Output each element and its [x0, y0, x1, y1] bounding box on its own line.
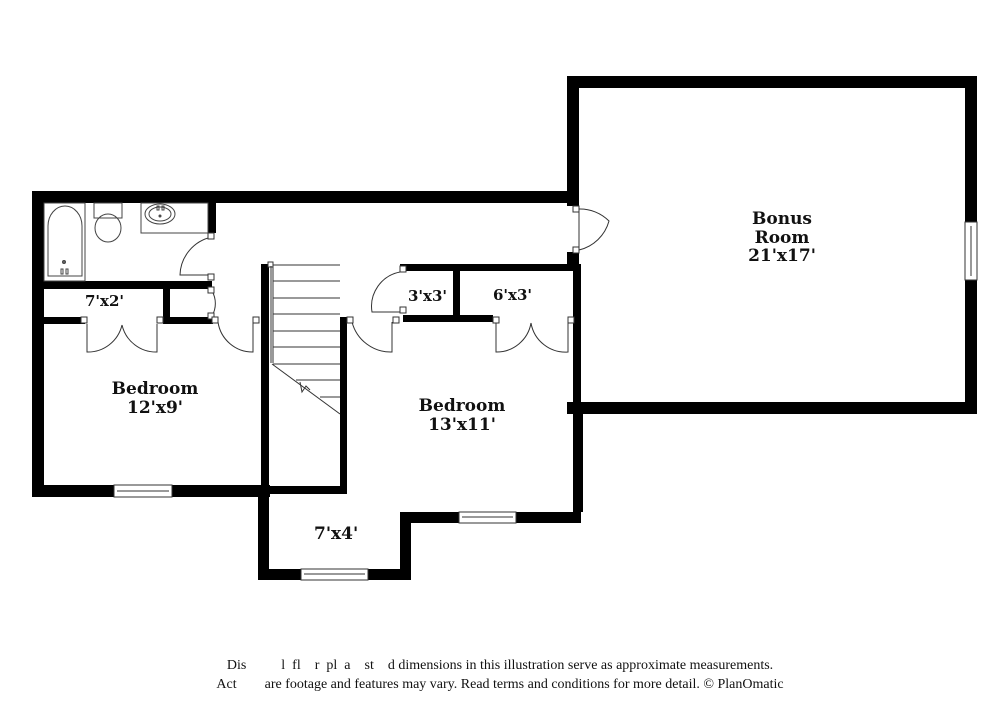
door-closet-right	[495, 322, 569, 353]
disclaimer-line-1: Dis l fl r pl a st d dimensions in this …	[226, 658, 774, 673]
door-linen	[211, 290, 216, 317]
toilet-icon	[93, 202, 123, 243]
sink-icon	[140, 202, 209, 234]
room-name: Bonus	[752, 209, 812, 229]
bathroom-fixtures	[43, 202, 209, 282]
room-label-bonus-room: Bonus Room 21'x17'	[712, 210, 852, 266]
window-bonus-room	[964, 221, 978, 281]
door-closet-left	[86, 324, 158, 353]
bathtub-icon	[43, 202, 86, 282]
room-label-closet-small: 3'x3'	[408, 287, 448, 305]
window-alcove	[300, 568, 369, 581]
door-bonus-room	[578, 208, 610, 251]
room-name: Bedroom	[418, 396, 506, 416]
room-name: Bedroom	[111, 379, 199, 399]
window-bedroom-right	[458, 511, 517, 524]
room-label-alcove: 7'x4'	[314, 524, 359, 544]
stairs	[270, 264, 341, 415]
door-bedroom-left	[217, 321, 254, 353]
door-closet-small	[371, 271, 401, 313]
room-dimensions: 13'x11'	[428, 414, 496, 435]
door-jambs	[80, 205, 580, 324]
room-dimensions: 12'x9'	[126, 397, 184, 418]
room-dimensions: 21'x17'	[748, 246, 816, 267]
room-label-closet-right: 6'x3'	[493, 286, 533, 304]
room-label-bedroom-right: Bedroom 13'x11'	[392, 397, 532, 434]
room-label-bedroom-left: Bedroom 12'x9'	[85, 380, 225, 417]
door-bedroom-right	[351, 321, 393, 353]
room-name: Room	[754, 227, 810, 248]
windows	[113, 221, 978, 581]
walls	[32, 76, 977, 580]
disclaimer-line-2: Act are footage and features may vary. R…	[216, 677, 784, 692]
doors	[86, 208, 610, 353]
door-bathroom	[179, 236, 213, 276]
room-label-closet-left: 7'x2'	[85, 292, 125, 310]
window-bedroom-left	[113, 484, 173, 498]
